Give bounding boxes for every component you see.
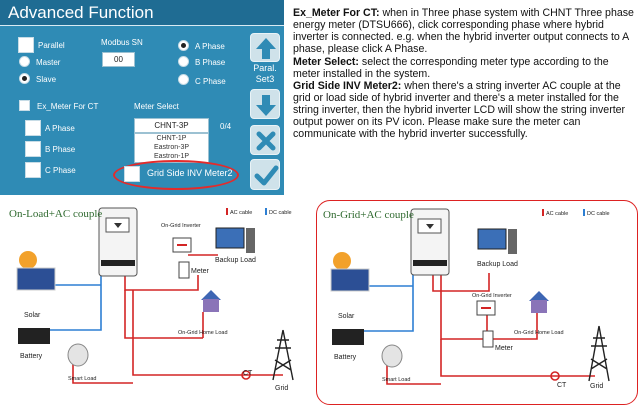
- right-on-grid-inverter-label: On-Grid Inverter: [472, 293, 512, 299]
- right-solar-label: Solar: [338, 313, 355, 320]
- meter-count: 0/4: [220, 122, 232, 131]
- master-label: Master: [36, 58, 61, 67]
- advanced-function-panel: Advanced Function Parallel Master Slave …: [0, 0, 284, 195]
- left-battery-label: Battery: [20, 353, 43, 360]
- grid-side-inv-meter-label: Grid Side INV Meter2: [147, 168, 233, 178]
- arrow-down-icon: [256, 95, 276, 116]
- ex-meter-label: Ex_Meter For CT: [37, 102, 99, 111]
- meter-option[interactable]: Eastron-1P: [153, 153, 190, 160]
- grid-side-inv-meter-checkbox[interactable]: [124, 166, 140, 182]
- page-up-button[interactable]: [250, 33, 280, 62]
- right-diagram-title: On-Grid+AC couple: [323, 209, 414, 221]
- left-smart-load-label: Smart Load: [68, 376, 97, 382]
- left-backup-load-label: Backup Load: [215, 257, 256, 264]
- meter-option[interactable]: Eastron-3P: [153, 144, 190, 151]
- ct-c-phase-label: C Phase: [45, 166, 76, 175]
- a-phase-label: A Phase: [195, 42, 225, 51]
- cancel-button[interactable]: [250, 125, 280, 155]
- highlight-oval: [113, 160, 239, 190]
- description-block: Ex_Meter For CT: when in Three phase sys…: [293, 7, 638, 142]
- meter-select-dropdown[interactable]: CHNT-3P: [134, 118, 209, 133]
- right-grid-label: Grid: [590, 383, 604, 390]
- left-solar-label: Solar: [24, 312, 41, 319]
- meter-select-label: Meter Select: [134, 102, 179, 111]
- master-radio[interactable]: [19, 56, 30, 67]
- meter-option[interactable]: CHNT-1P: [156, 135, 187, 142]
- on-grid-ac-couple-diagram: On-Grid+AC couple AC cable DC cable Back…: [316, 200, 638, 405]
- left-legend-dc: DC cable: [265, 208, 292, 216]
- right-smart-load-label: Smart Load: [382, 377, 411, 383]
- ct-a-phase-checkbox[interactable]: [25, 120, 41, 136]
- slave-radio[interactable]: [19, 73, 30, 84]
- right-home-load-label: On-Grid Home Load: [514, 330, 564, 336]
- right-ct-label: CT: [557, 382, 567, 389]
- parallel-checkbox[interactable]: [18, 37, 34, 53]
- ex-meter-checkbox[interactable]: [19, 100, 30, 111]
- ct-c-phase-checkbox[interactable]: [25, 162, 41, 178]
- page-down-button[interactable]: [250, 89, 280, 119]
- right-legend-ac: AC cable: [542, 209, 568, 217]
- right-legend-dc: DC cable: [583, 209, 610, 217]
- c-phase-label: C Phase: [195, 77, 226, 86]
- left-grid-label: Grid: [275, 385, 289, 392]
- left-diagram-graphics: [16, 207, 294, 384]
- right-diagram-graphics: [330, 208, 610, 385]
- a-phase-radio[interactable]: [178, 40, 189, 51]
- ex-meter-description: Ex_Meter For CT: when in Three phase sys…: [293, 7, 634, 55]
- ct-a-phase-label: A Phase: [45, 124, 75, 133]
- right-meter-label: Meter: [495, 345, 513, 352]
- c-phase-radio[interactable]: [178, 74, 189, 85]
- meter-options-list: CHNT-1P Eastron-3P Eastron-1P: [134, 133, 209, 163]
- left-legend-ac: AC cable: [226, 208, 252, 216]
- confirm-button[interactable]: [250, 159, 280, 190]
- ct-b-phase-label: B Phase: [45, 145, 76, 154]
- parallel-label: Parallel: [38, 41, 65, 50]
- grid-side-description: Grid Side INV Meter2: when there's a str…: [293, 80, 626, 141]
- panel-title-bar: Advanced Function: [0, 0, 284, 26]
- meter-select-description: Meter Select: select the corresponding m…: [293, 55, 609, 80]
- ct-b-phase-checkbox[interactable]: [25, 141, 41, 157]
- right-battery-label: Battery: [334, 354, 357, 361]
- modbus-sn-input[interactable]: 00: [102, 52, 135, 67]
- close-icon: [256, 131, 276, 151]
- modbus-sn-label: Modbus SN: [101, 38, 143, 47]
- on-load-ac-couple-diagram: On-Load+AC couple AC cable DC cable On-G…: [3, 200, 310, 405]
- right-backup-load-label: Backup Load: [477, 261, 518, 268]
- left-diagram-title: On-Load+AC couple: [9, 208, 103, 220]
- checkmark-icon: [254, 165, 279, 186]
- b-phase-radio[interactable]: [178, 56, 189, 67]
- left-home-load-label: On-Grid Home Load: [178, 330, 228, 336]
- panel-title: Advanced Function: [8, 3, 154, 22]
- parallel-set-label: Paral. Set3: [253, 63, 277, 84]
- left-meter-label: Meter: [191, 268, 209, 275]
- left-ct-label: CT: [243, 370, 253, 377]
- b-phase-label: B Phase: [195, 58, 226, 67]
- slave-label: Slave: [36, 75, 57, 84]
- arrow-up-icon: [256, 38, 276, 59]
- left-on-grid-inverter-label: On-Grid Inverter: [161, 223, 201, 229]
